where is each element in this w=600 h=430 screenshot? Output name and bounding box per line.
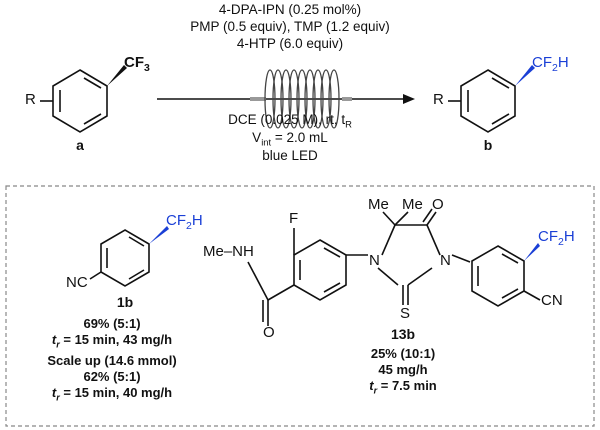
product-cf2h-group: CF2H xyxy=(532,54,569,74)
compound-13b-ring-oxygen: O xyxy=(432,196,444,213)
compound-13b-fluorine: F xyxy=(289,210,299,227)
compound-1b-result-yield: 69% (5:1) xyxy=(83,316,141,331)
compound-13b-wedge xyxy=(524,243,540,261)
compound-13b-result-time: tr = 7.5 min xyxy=(369,378,437,396)
compound-13b-amide-oxygen: O xyxy=(263,324,275,341)
compound-1b-ring xyxy=(89,229,150,287)
compound-13b-methylamine: Me–NH xyxy=(203,243,254,260)
compound-13b-label: 13b xyxy=(390,326,416,342)
condition-light: blue LED xyxy=(262,148,318,163)
compound-13b-results: 25% (10:1) 45 mg/h tr = 7.5 min xyxy=(369,346,437,399)
compound-1b-cf2h: CF2H xyxy=(166,212,203,232)
compound-1b-nitrile: NC xyxy=(66,274,88,291)
reactant-benzene-ring xyxy=(40,69,108,133)
product-label: b xyxy=(483,137,493,153)
compound-13b-amide xyxy=(247,261,269,326)
reactant-wedge-bond xyxy=(107,65,127,86)
reactant-label: a xyxy=(76,137,84,153)
reaction-arrow-head xyxy=(403,94,415,104)
product-wedge-bond xyxy=(515,65,535,86)
reactant-cf3-group: CF3 xyxy=(124,54,150,74)
compound-13b-nitrile: CN xyxy=(541,292,563,309)
condition-solvent: DCE (0.025 M), rt, tR xyxy=(228,112,352,131)
compound-1b-result-scaleup: Scale up (14.6 mmol) xyxy=(47,352,177,368)
product-r-group: R xyxy=(433,91,444,108)
compound-13b-result-yield: 25% (10:1) xyxy=(370,346,436,361)
compound-1b-wedge xyxy=(149,226,169,244)
compound-13b-methyl-1: Me xyxy=(368,196,389,213)
compound-13b-nitrogen-1: N xyxy=(369,252,380,269)
compound-1b-label: 1b xyxy=(116,294,134,310)
compound-1b-result-yield2: 62% (5:1) xyxy=(83,368,141,384)
compound-13b-imidazolidine-ring xyxy=(377,208,471,305)
compound-13b-result-rate: 45 mg/h xyxy=(378,362,428,377)
compound-1b-result-time: tr = 15 min, 43 mg/h xyxy=(51,332,173,350)
condition-hat-reagent: 4-HTP (6.0 equiv) xyxy=(236,36,344,51)
condition-additives: PMP (0.5 equiv), TMP (1.2 equiv) xyxy=(190,19,390,34)
dashed-scope-box xyxy=(5,185,595,427)
condition-catalyst: 4-DPA-IPN (0.25 mol%) xyxy=(218,2,362,17)
compound-13b-sulfur: S xyxy=(400,305,411,322)
compound-1b-result-time2: tr = 15 min, 40 mg/h xyxy=(51,384,173,403)
compound-13b-nitrogen-2: N xyxy=(440,252,451,269)
product-benzene-ring xyxy=(448,69,516,133)
flow-coil-reactor xyxy=(250,69,352,129)
compound-13b-methyl-2: Me xyxy=(402,196,423,213)
compound-13b-left-ring xyxy=(267,228,368,301)
condition-volume: Vint = 2.0 mL xyxy=(252,130,328,149)
compound-13b-cf2h: CF2H xyxy=(538,228,575,248)
reactant-r-group: R xyxy=(25,91,36,108)
compound-1b-results: 69% (5:1) tr = 15 min, 43 mg/h Scale up … xyxy=(47,316,176,405)
